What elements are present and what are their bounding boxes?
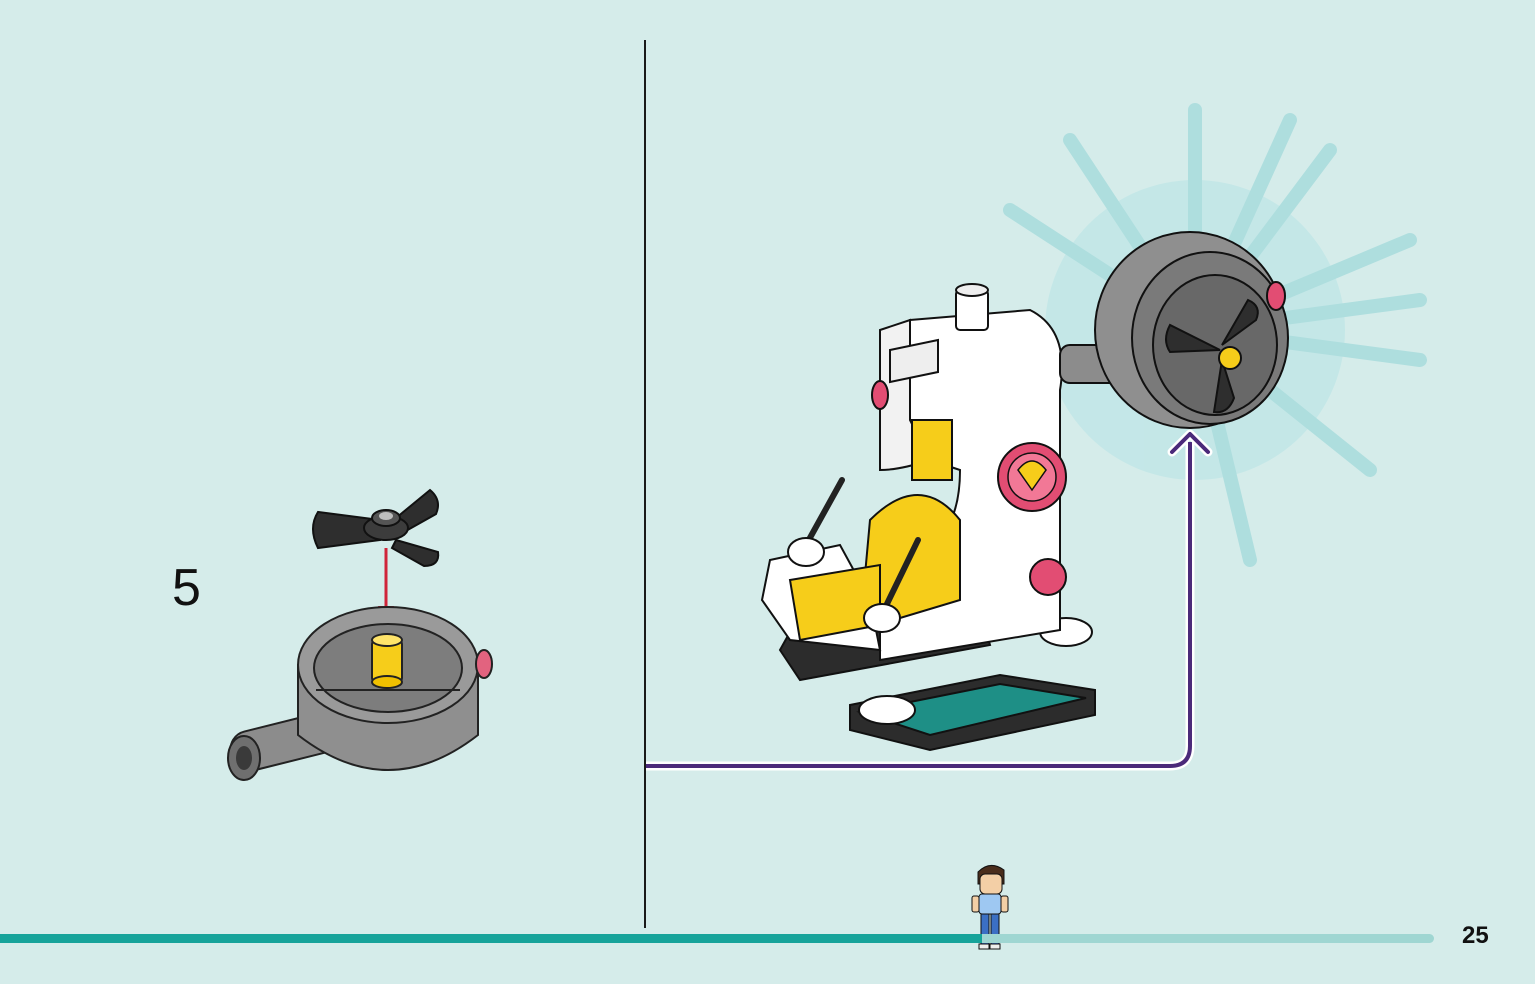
progress-bar	[0, 934, 1434, 943]
propeller-icon	[312, 488, 440, 568]
minifigure-icon	[971, 865, 1009, 950]
jet-seat-model-icon	[760, 231, 1289, 752]
callout-arrow-icon	[646, 429, 1213, 771]
page-number: 25	[1462, 922, 1489, 949]
progress-bar-fill	[0, 934, 983, 943]
panel-divider	[644, 40, 646, 928]
fan-housing-icon	[227, 606, 493, 781]
step-number: 5	[172, 559, 201, 617]
